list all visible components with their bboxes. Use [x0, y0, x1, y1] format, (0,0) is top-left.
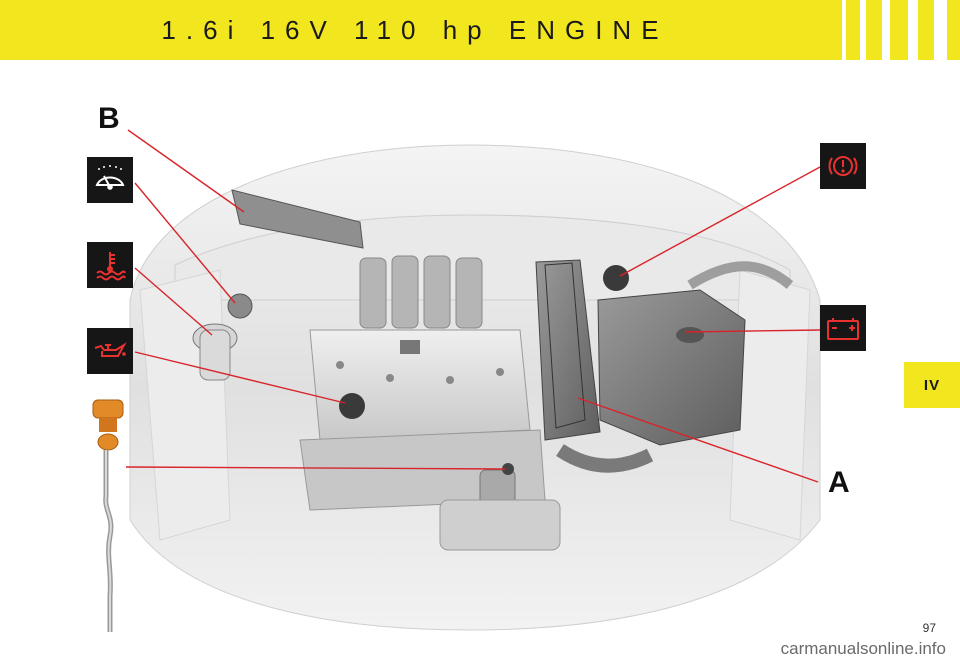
- brake-warning-icon: [820, 143, 866, 189]
- coolant-temperature-icon: [87, 242, 133, 288]
- oil-pressure-icon: [87, 328, 133, 374]
- watermark: carmanualsonline.info: [780, 639, 946, 658]
- header-stripes: [830, 0, 960, 60]
- windscreen-washer-icon: [87, 157, 133, 203]
- callout-a-label: A: [828, 466, 850, 499]
- chapter-tab[interactable]: IV: [904, 362, 960, 408]
- page-number: 97: [922, 621, 936, 635]
- engine-bay-illustration: [129, 144, 821, 631]
- header-band: 1.6i 16V 110 hp ENGINE: [0, 0, 960, 60]
- callout-b-label: B: [98, 102, 120, 135]
- battery-icon: [820, 305, 866, 351]
- page-title: 1.6i 16V 110 hp ENGINE: [161, 14, 669, 45]
- dipstick-image: [92, 399, 124, 632]
